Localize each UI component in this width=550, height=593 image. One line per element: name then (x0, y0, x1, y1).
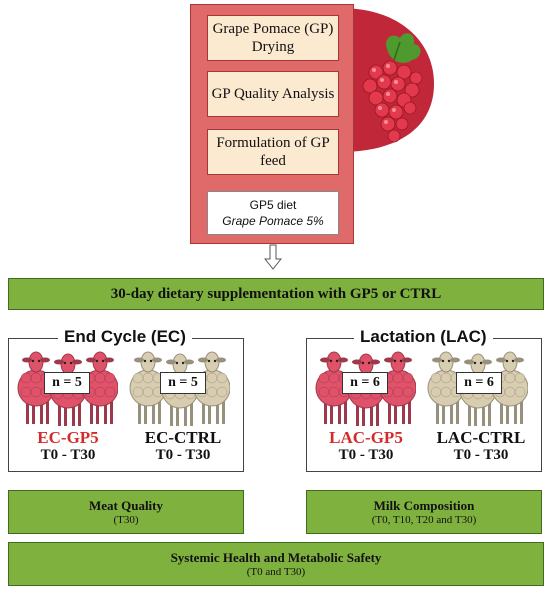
outcome-milk-title: Milk Composition (373, 498, 475, 513)
sheep-icon (81, 351, 118, 424)
sheep-ec-ctrl-icon (129, 351, 230, 426)
group-lac-gp5: LAC-GP5 T0 - T30 (314, 428, 418, 464)
group-lac-gp5-name: LAC-GP5 (329, 428, 403, 447)
group-ec-gp5-name: EC-GP5 (37, 428, 99, 447)
systemic-health-note: (T0 and T30) (246, 566, 306, 578)
outcome-meat-note: (T30) (113, 514, 139, 526)
group-ec-ctrl: EC-CTRL T0 - T30 (128, 428, 238, 464)
panel-end-cycle-title: End Cycle (EC) (58, 326, 192, 348)
group-lac-ctrl: LAC-CTRL T0 - T30 (424, 428, 538, 464)
sheep-icon (379, 351, 416, 424)
sheep-icon (491, 351, 528, 424)
sheep-lac-ctrl-icon (427, 351, 528, 426)
step-quality-analysis: GP Quality Analysis (207, 71, 339, 117)
systemic-health-bar: Systemic Health and Metabolic Safety (T0… (8, 542, 544, 586)
supplementation-bar: 30-day dietary supplementation with GP5 … (8, 278, 544, 310)
outcome-meat-title: Meat Quality (88, 498, 163, 513)
diet-title: GP5 diet (249, 198, 297, 212)
group-ec-gp5-time: T0 - T30 (40, 447, 96, 463)
step-formulation-label: Formulation of GP feed (216, 135, 330, 169)
step-drying: Grape Pomace (GP) Drying (207, 15, 339, 61)
step-drying-label: Grape Pomace (GP) Drying (212, 21, 334, 55)
group-ec-gp5: EC-GP5 T0 - T30 (18, 428, 118, 464)
group-lac-gp5-time: T0 - T30 (338, 447, 394, 463)
grape-illustration (340, 8, 434, 152)
preparation-pipeline: Grape Pomace (GP) Drying GP Quality Anal… (190, 4, 354, 244)
diet-box: GP5 diet Grape Pomace 5% (207, 191, 339, 235)
diet-subtitle: Grape Pomace 5% (222, 214, 324, 228)
step-formulation: Formulation of GP feed (207, 129, 339, 175)
outcome-meat-quality: Meat Quality (T30) (8, 490, 244, 534)
group-lac-ctrl-time: T0 - T30 (453, 447, 509, 463)
outcome-milk-note: (T0, T10, T20 and T30) (371, 514, 477, 526)
n-label-lac-gp5: n = 6 (342, 372, 388, 394)
down-arrow-icon (264, 244, 282, 270)
panel-lactation-title: Lactation (LAC) (354, 326, 493, 348)
systemic-health-title: Systemic Health and Metabolic Safety (170, 550, 382, 565)
step-quality-label: GP Quality Analysis (211, 86, 335, 102)
outcome-milk-composition: Milk Composition (T0, T10, T20 and T30) (306, 490, 542, 534)
group-ec-ctrl-name: EC-CTRL (144, 428, 222, 447)
supplementation-label: 30-day dietary supplementation with GP5 … (110, 285, 442, 302)
n-label-lac-ctrl: n = 6 (456, 372, 502, 394)
grape-bunch-icon (362, 60, 423, 143)
group-ec-ctrl-time: T0 - T30 (155, 447, 211, 463)
n-label-ec-gp5: n = 5 (44, 372, 90, 394)
n-label-ec-ctrl: n = 5 (160, 372, 206, 394)
sheep-icon (427, 351, 465, 424)
group-lac-ctrl-name: LAC-CTRL (436, 428, 526, 447)
sheep-icon (129, 351, 167, 424)
